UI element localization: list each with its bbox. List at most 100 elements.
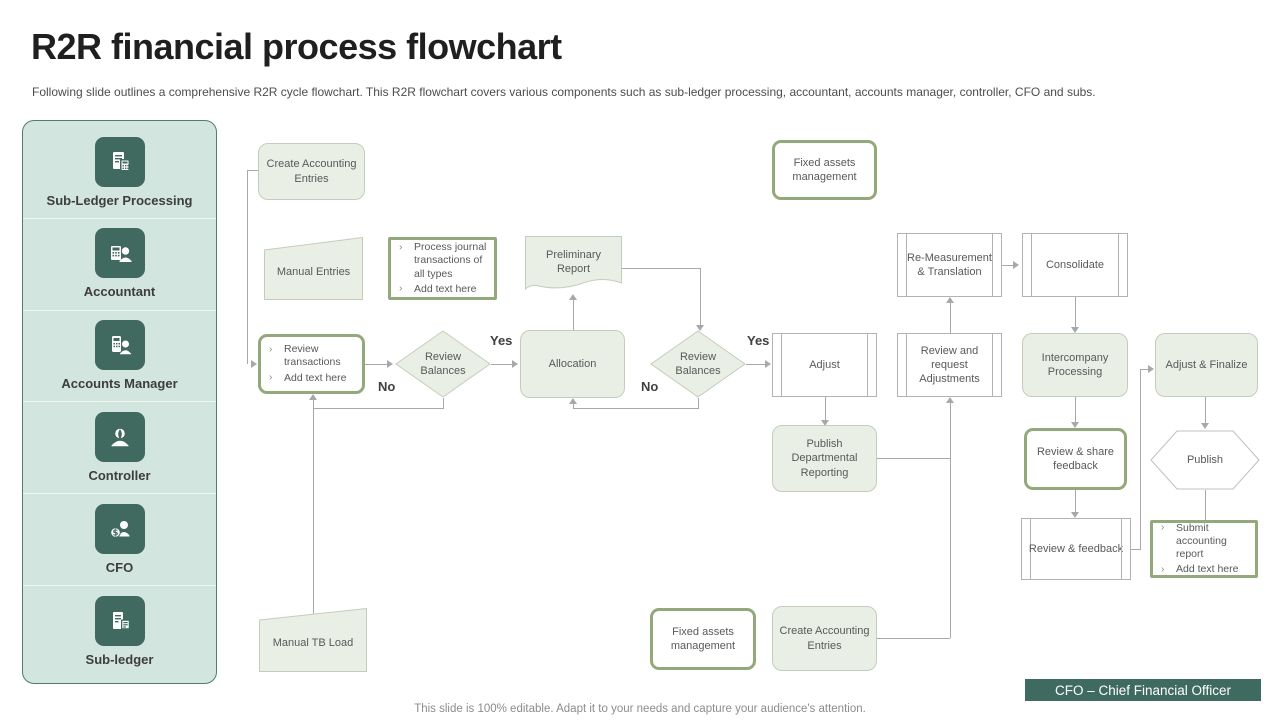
- sidebar-item-accountant: Accountant: [23, 219, 216, 311]
- flow-node-consolidate: Consolidate: [1022, 233, 1128, 297]
- flow-node-fixed-assets-management-bottom: Fixed assets management: [650, 608, 756, 670]
- calculator-person-icon: [94, 228, 145, 279]
- connector-line: [950, 403, 951, 638]
- sidebar-item-label: Accounts Manager: [61, 376, 178, 392]
- bullet-marker: ›: [1161, 522, 1165, 534]
- connector-line: [313, 400, 314, 615]
- flow-node-review-balances-2: Review Balances: [650, 330, 746, 398]
- connector-line: [491, 364, 514, 365]
- cfo-definition-badge: CFO – Chief Financial Officer: [1025, 679, 1261, 701]
- connector-line: [950, 303, 951, 333]
- bullet-text: Add text here: [284, 371, 347, 384]
- connector-line: [1205, 397, 1206, 424]
- arrowhead: [387, 360, 393, 368]
- decision-diamond-shape: [650, 330, 746, 398]
- manual-input-shape: [259, 608, 367, 672]
- sidebar-item-label: Controller: [88, 468, 151, 484]
- flow-node-manual-tb-load: Manual TB Load: [259, 608, 367, 672]
- flow-node-process-journal: ›Process journal transactions of all typ…: [388, 237, 497, 300]
- sidebar-item-sub-ledger-processing: Sub-Ledger Processing: [23, 127, 216, 219]
- connector-line: [698, 398, 699, 408]
- flow-node-publish: Publish: [1150, 430, 1260, 490]
- hexagon-shape: [1150, 430, 1260, 490]
- bullet-marker: ›: [269, 372, 273, 384]
- sidebar-item-cfo: $ CFO: [23, 494, 216, 587]
- connector-line: [825, 397, 826, 420]
- arrowhead: [1071, 512, 1079, 518]
- decision-label-yes: Yes: [490, 333, 513, 348]
- connector-line: [247, 170, 259, 171]
- arrowhead: [765, 360, 771, 368]
- connector-line: [1075, 490, 1076, 513]
- person-icon: [94, 412, 145, 463]
- connector-line: [313, 408, 444, 409]
- bullet-marker: ›: [399, 283, 403, 295]
- decision-label-yes: Yes: [747, 333, 770, 348]
- editable-note: This slide is 100% editable. Adapt it to…: [414, 703, 866, 715]
- connector-line: [877, 638, 950, 639]
- sidebar-item-label: CFO: [105, 559, 134, 575]
- connector-line: [365, 364, 387, 365]
- bullet-marker: ›: [1161, 563, 1165, 575]
- arrowhead: [1071, 327, 1079, 333]
- bullet-text: Add text here: [1176, 563, 1239, 576]
- ledger-calculator-icon: [94, 136, 145, 187]
- bullet-text: Submit accounting report: [1176, 521, 1227, 560]
- flow-node-adjust: Adjust: [772, 333, 877, 397]
- connector-line: [443, 398, 444, 408]
- arrowhead: [309, 394, 317, 400]
- flow-node-review-feedback: Review & feedback: [1021, 518, 1131, 580]
- bullet-text: Add text here: [414, 282, 477, 295]
- connector-line: [1075, 297, 1076, 328]
- sidebar-item-sub-ledger: Sub-ledger: [23, 586, 216, 677]
- arrowhead: [1071, 422, 1079, 428]
- connector-line: [573, 408, 699, 409]
- flow-node-submit-accounting-report: › Submit accounting report › Add text here: [1150, 520, 1258, 578]
- phone-person-icon: [94, 320, 145, 371]
- decision-label-no: No: [641, 379, 659, 394]
- flow-node-publish-departmental-reporting: Publish Departmental Reporting: [772, 425, 877, 492]
- connector-line: [1140, 369, 1149, 370]
- flow-node-adjust-finalize: Adjust & Finalize: [1155, 333, 1258, 397]
- arrowhead: [569, 398, 577, 404]
- sidebar-item-controller: Controller: [23, 402, 216, 495]
- connector-line: [573, 403, 574, 408]
- svg-text:$: $: [112, 529, 118, 539]
- flow-node-create-accounting-entries-top: Create Accounting Entries: [258, 143, 365, 200]
- sidebar-item-accounts-manager: Accounts Manager: [23, 311, 216, 403]
- arrowhead: [946, 297, 954, 303]
- decision-diamond-shape: [395, 330, 491, 398]
- connector-line: [1002, 265, 1014, 266]
- flow-node-re-measurement-translation: Re-Measurement & Translation: [897, 233, 1002, 297]
- connector-line: [1205, 490, 1206, 520]
- bullet-text: Review transactions: [284, 343, 341, 369]
- flow-node-intercompany-processing: Intercompany Processing: [1022, 333, 1128, 397]
- page-title: R2R financial process flowchart: [31, 26, 562, 67]
- arrowhead: [1148, 365, 1154, 373]
- arrowhead: [821, 420, 829, 426]
- connector-line: [573, 300, 574, 330]
- arrowhead: [512, 360, 518, 368]
- arrowhead: [1013, 261, 1019, 269]
- connector-line: [877, 458, 950, 459]
- flow-node-review-share-feedback: Review & share feedback: [1024, 428, 1127, 490]
- arrowhead: [946, 397, 954, 403]
- arrowhead: [1201, 423, 1209, 429]
- connector-line: [247, 170, 248, 364]
- sidebar-item-label: Sub-ledger: [85, 651, 154, 667]
- flow-node-preliminary-report: Preliminary Report: [525, 236, 622, 296]
- sidebar-item-label: Accountant: [83, 284, 156, 300]
- flow-node-review-balances-1: Review Balances: [395, 330, 491, 398]
- arrowhead: [696, 325, 704, 331]
- manual-input-shape: [264, 237, 363, 300]
- role-legend-sidebar: Sub-Ledger Processing Accountant Account…: [22, 120, 217, 684]
- arrowhead: [569, 294, 577, 300]
- connector-line: [1140, 369, 1141, 549]
- connector-line: [700, 268, 701, 325]
- page-subtitle: Following slide outlines a comprehensive…: [32, 85, 1096, 99]
- flow-node-fixed-assets-management-top: Fixed assets management: [772, 140, 877, 200]
- sidebar-item-label: Sub-Ledger Processing: [46, 192, 193, 208]
- flow-node-review-request-adjustments: Review and request Adjustments: [897, 333, 1002, 397]
- decision-label-no: No: [378, 379, 396, 394]
- flow-node-create-accounting-entries-bottom: Create Accounting Entries: [772, 606, 877, 671]
